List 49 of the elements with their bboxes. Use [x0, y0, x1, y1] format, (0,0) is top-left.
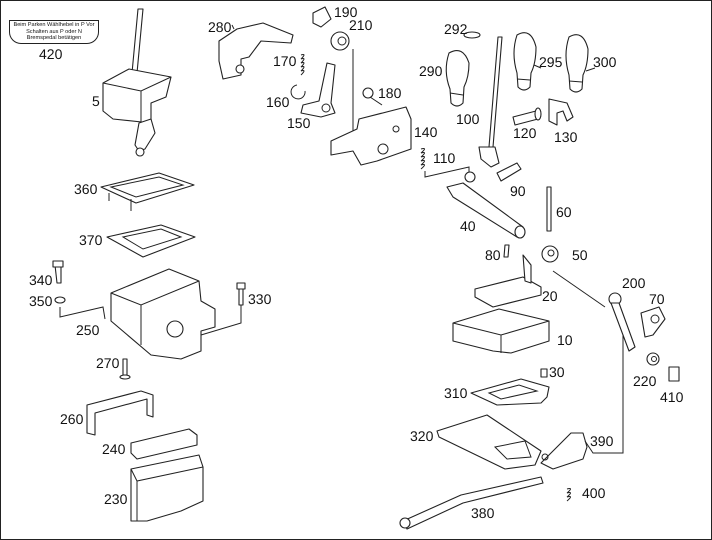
callout-number: 10 — [557, 332, 573, 348]
callout-number: 380 — [471, 505, 494, 521]
callout-number: 250 — [76, 322, 100, 338]
callout-number: 140 — [414, 124, 438, 140]
callout-number: 320 — [410, 428, 434, 444]
callout-number: 270 — [96, 355, 120, 371]
callout-number: 40 — [460, 218, 476, 234]
callout-number: 220 — [633, 373, 656, 389]
callout-number: 30 — [549, 364, 565, 380]
callout-number: 370 — [79, 232, 102, 248]
callout-number: 290 — [419, 63, 442, 79]
callout-number: 60 — [556, 204, 572, 220]
leader-line — [534, 64, 542, 68]
callout-number: 190 — [334, 4, 358, 20]
warning-label — [9, 20, 99, 44]
callout-number: 120 — [513, 125, 536, 141]
callout-number: 295 — [539, 54, 562, 70]
callout-number: 170 — [273, 53, 296, 69]
callout-number: 350 — [29, 293, 52, 309]
callout-number: 50 — [572, 247, 588, 263]
callout-number: 390 — [590, 433, 614, 449]
callout-number: 420 — [39, 46, 62, 62]
callout-number: 300 — [593, 54, 616, 70]
callout-number: 90 — [510, 183, 526, 199]
callout-number: 150 — [287, 115, 310, 131]
callout-number: 110 — [433, 150, 456, 166]
callout-number: 400 — [582, 485, 606, 501]
callout-number: 410 — [660, 389, 684, 405]
callout-number: 130 — [554, 129, 578, 145]
callout-number: 240 — [102, 441, 126, 457]
callout-number: 340 — [29, 272, 52, 288]
callout-number: 70 — [649, 291, 665, 307]
callout-number: 80 — [485, 247, 501, 263]
callout-number: 20 — [542, 288, 558, 304]
callout-number: 260 — [60, 411, 84, 427]
callout-number: 280 — [208, 19, 232, 35]
callout-number: 330 — [248, 291, 272, 307]
callout-number: 180 — [378, 85, 402, 101]
callout-number: 360 — [74, 181, 98, 197]
callout-number: 200 — [622, 275, 646, 291]
callout-number: 230 — [104, 491, 128, 507]
callout-number: 310 — [444, 385, 468, 401]
callout-number: 5 — [92, 93, 100, 109]
callout-number: 292 — [444, 21, 468, 37]
callout-number: 100 — [456, 111, 480, 127]
callout-number: 210 — [349, 17, 372, 33]
callout-number: 160 — [266, 94, 290, 110]
leader-line — [232, 24, 234, 30]
leader-line — [586, 68, 596, 72]
